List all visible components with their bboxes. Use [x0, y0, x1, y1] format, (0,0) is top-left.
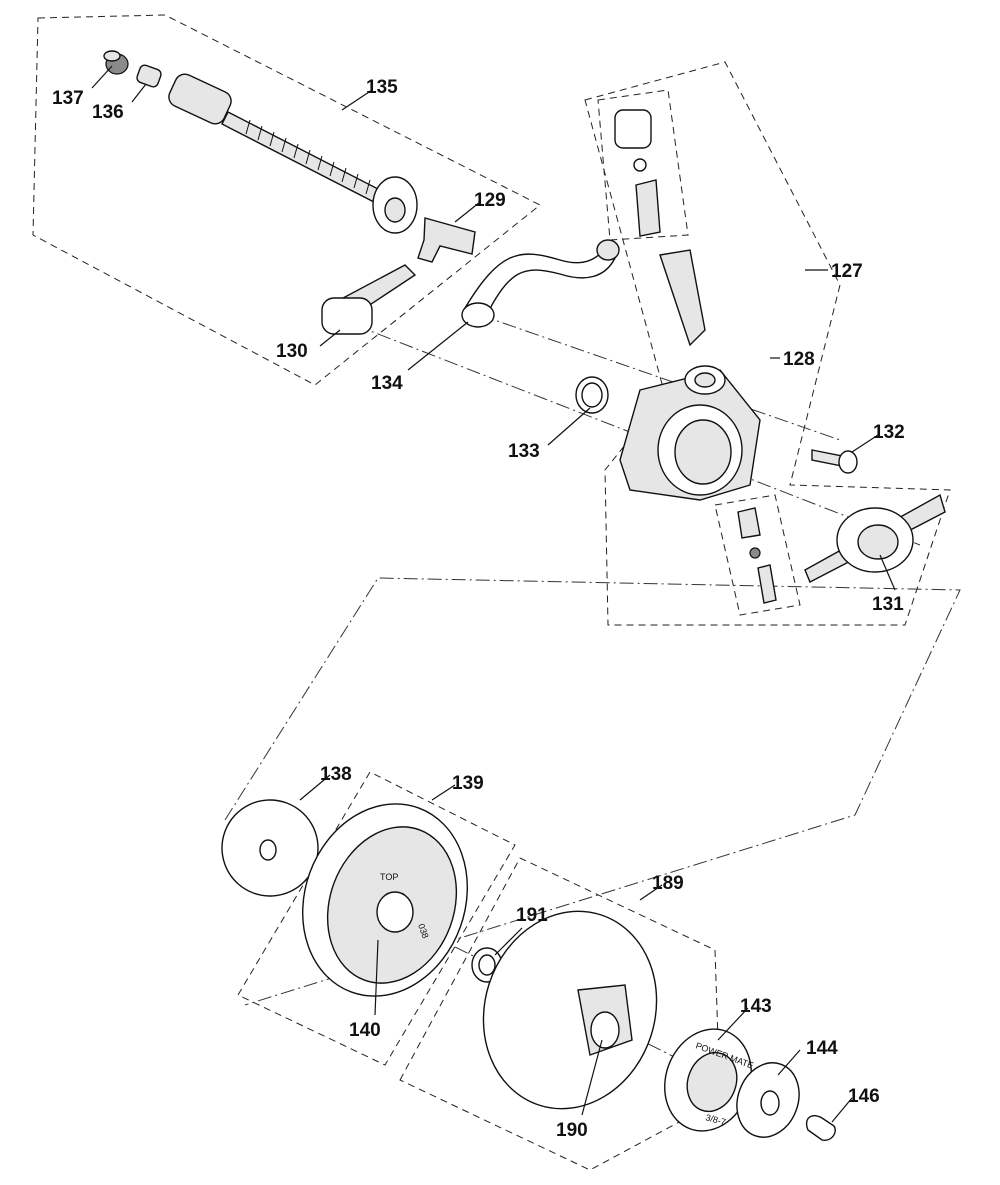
part-135-adjusting-screw: [168, 73, 418, 234]
callout-135: 135: [366, 77, 398, 98]
callout-146: 146: [848, 1086, 880, 1107]
part-137-nut: [103, 50, 129, 75]
callout-128: 128: [783, 349, 815, 370]
callout-189: 189: [652, 873, 684, 894]
part-131-washer: [804, 493, 946, 583]
part-138-washer: [221, 799, 319, 897]
callout-129: 129: [474, 190, 506, 211]
callout-131: 131: [872, 594, 904, 615]
part-146-e-clip: [805, 1114, 836, 1141]
part-129-pin: [417, 217, 476, 263]
callout-132: 132: [873, 422, 905, 443]
group-135-boundary: [32, 14, 541, 386]
group-128-lower-boundary: [714, 494, 801, 616]
part-143-rim-sprocket: POWER MATE 3/8-7: [664, 1028, 755, 1132]
callout-133: 133: [508, 441, 540, 462]
part-133-o-ring: [575, 376, 609, 414]
callout-138: 138: [320, 764, 352, 785]
callout-139: 139: [452, 773, 484, 794]
part-136-collar: [136, 64, 162, 88]
callout-127: 127: [831, 261, 863, 282]
part-132-screw: [811, 449, 858, 474]
part-144-washer: [736, 1062, 800, 1138]
axis-line-upper: [354, 324, 921, 546]
part-127-oil-pump: [619, 365, 761, 501]
callout-136: 136: [92, 102, 124, 123]
group-189-boundary: [399, 857, 721, 1171]
part-139-clutch: TOP 038: [301, 803, 469, 997]
axis-line-lower-frame: [224, 577, 961, 1006]
callout-143: 143: [740, 996, 772, 1017]
callout-144: 144: [806, 1038, 838, 1059]
group-128-boundary: [597, 89, 689, 241]
part-130-arm: [321, 264, 417, 335]
callout-130: 130: [276, 341, 308, 362]
callout-140: 140: [349, 1020, 381, 1041]
callout-190: 190: [556, 1120, 588, 1141]
axis-line-pipe: [479, 314, 841, 441]
callout-137: 137: [52, 88, 84, 109]
part-134-oil-pipe: [461, 239, 620, 328]
leader-lines: [91, 65, 896, 1123]
clutch-top-marking: TOP: [380, 872, 398, 882]
clutch-size-marking: 038: [416, 922, 431, 940]
part-128-worm-group: [614, 109, 777, 604]
callout-191: 191: [516, 905, 548, 926]
callout-134: 134: [371, 373, 403, 394]
part-189-clutch-drum: [482, 910, 658, 1110]
